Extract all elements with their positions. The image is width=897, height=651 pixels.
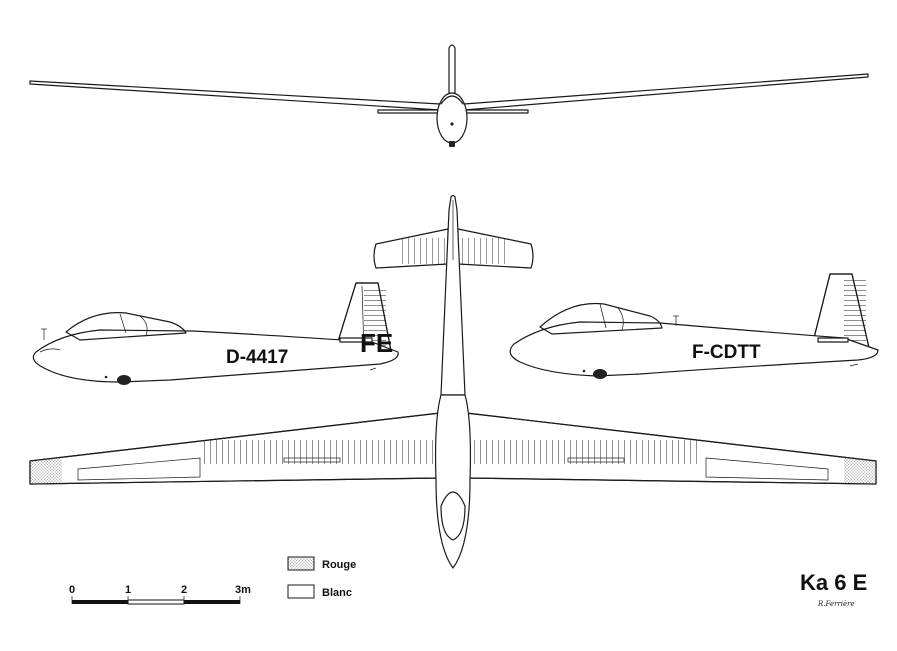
tail-letters-fe: FE (360, 328, 393, 358)
artist-signature: R.Ferrière (817, 600, 855, 608)
scale-tick-0: 0 (69, 584, 75, 596)
registration-d4417: D-4417 (226, 347, 288, 368)
tailplane (373, 228, 534, 269)
scale-tick-1: 1 (125, 584, 131, 596)
drawing-title: Ka 6 E (800, 570, 867, 595)
legend-swatch-blanc (287, 584, 315, 599)
legend-label-blanc: Blanc (322, 587, 352, 599)
plan-view (29, 194, 877, 569)
side-view-right (509, 273, 879, 379)
legend-swatch-rouge (287, 556, 315, 571)
side-view-left (32, 282, 399, 385)
scale-tick-2: 2 (181, 584, 187, 596)
front-view (29, 44, 869, 147)
legend-label-rouge: Rouge (322, 559, 356, 571)
scale-tick-3m: 3m (235, 584, 251, 596)
legend: Rouge Blanc (287, 556, 356, 599)
registration-fcdtt: F-CDTT (692, 342, 761, 363)
scale-bar: 0 1 2 3m (69, 584, 251, 605)
